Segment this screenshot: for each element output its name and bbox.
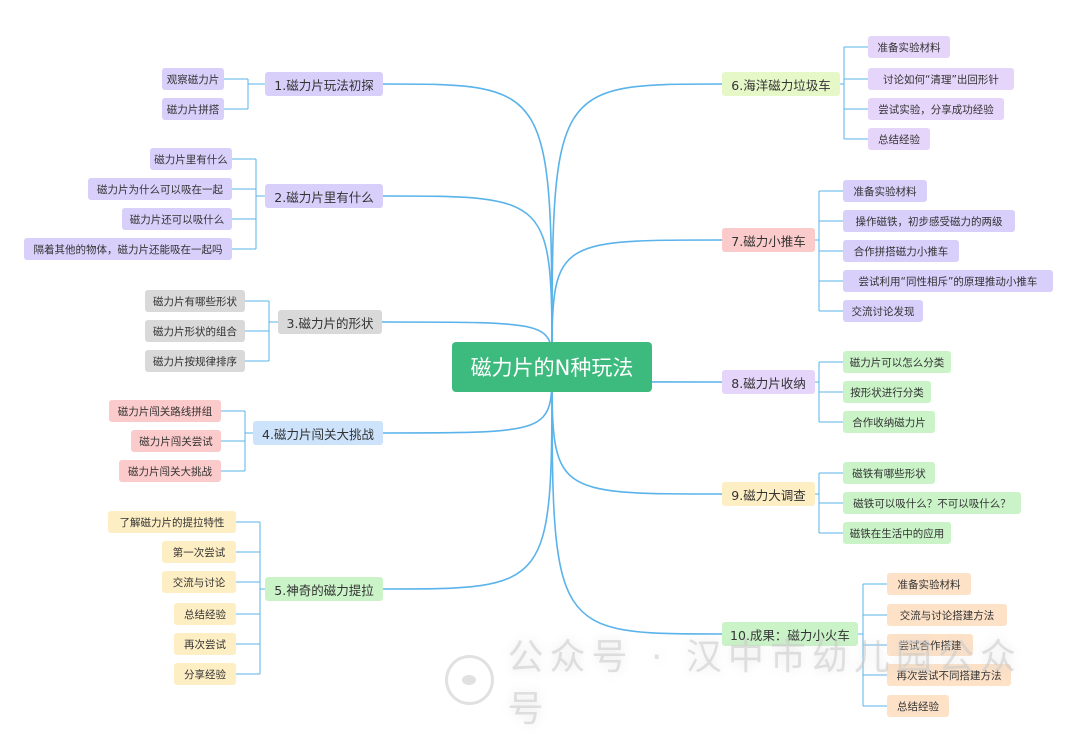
leaf-node: 准备实验材料 [868, 36, 950, 58]
leaf-node: 再次尝试 [174, 633, 236, 655]
branch-node: 1.磁力片玩法初探 [265, 72, 383, 96]
branch-connector [382, 83, 553, 368]
branch-connector [551, 83, 723, 368]
leaf-node: 磁力片有哪些形状 [145, 290, 245, 312]
leaf-node: 磁铁可以吸什么？不可以吸什么？ [843, 492, 1021, 514]
branch-node: 6.海洋磁力垃圾车 [722, 72, 840, 96]
leaf-node: 磁力片闯关大挑战 [119, 460, 221, 482]
leaf-node: 总结经验 [868, 128, 930, 150]
leaf-node: 磁力片闯关路线拼组 [109, 400, 221, 422]
branch-node: 9.磁力大调查 [722, 482, 815, 506]
leaf-node: 磁铁有哪些形状 [843, 462, 935, 484]
leaf-node: 磁铁在生活中的应用 [843, 522, 951, 544]
leaf-node: 交流讨论发现 [843, 300, 923, 322]
leaf-node: 总结经验 [174, 603, 236, 625]
leaf-node: 磁力片为什么可以吸在一起 [88, 178, 232, 200]
leaf-node: 尝试合作搭建 [887, 634, 973, 656]
leaf-node: 磁力片可以怎么分类 [843, 351, 951, 373]
leaf-node: 再次尝试不同搭建方法 [887, 664, 1011, 686]
leaf-node: 准备实验材料 [843, 180, 927, 202]
branch-node: 2.磁力片里有什么 [265, 184, 383, 208]
leaf-node: 磁力片还可以吸什么 [122, 208, 232, 230]
branch-connector [551, 366, 723, 635]
leaf-node: 操作磁铁，初步感受磁力的两级 [843, 210, 1015, 232]
branch-node: 8.磁力片收纳 [722, 370, 815, 394]
leaf-node: 了解磁力片的提拉特性 [108, 511, 236, 533]
leaf-node: 按形状进行分类 [843, 381, 931, 403]
leaf-node: 第一次尝试 [162, 541, 236, 563]
leaf-node: 观察磁力片 [162, 68, 224, 90]
leaf-node: 准备实验材料 [887, 573, 971, 595]
leaf-node: 交流与讨论搭建方法 [887, 604, 1007, 626]
leaf-node: 磁力片闯关尝试 [131, 430, 221, 452]
leaf-node: 隔着其他的物体，磁力片还能吸在一起吗 [24, 238, 232, 260]
leaf-node: 磁力片形状的组合 [145, 320, 245, 342]
leaf-node: 总结经验 [887, 695, 949, 717]
leaf-node: 尝试实验，分享成功经验 [868, 98, 1004, 120]
root-node: 磁力片的N种玩法 [452, 342, 652, 392]
leaf-node: 磁力片按规律排序 [145, 350, 245, 372]
leaf-node: 合作收纳磁力片 [843, 411, 935, 433]
leaf-node: 分享经验 [174, 663, 236, 685]
branch-node: 4.磁力片闯关大挑战 [253, 421, 383, 445]
branch-connector [551, 239, 723, 368]
branch-node: 3.磁力片的形状 [278, 310, 382, 334]
leaf-node: 磁力片里有什么 [150, 148, 232, 170]
branch-connector [382, 366, 553, 590]
leaf-node: 讨论如何“清理”出回形针 [868, 68, 1014, 90]
branch-node: 7.磁力小推车 [722, 228, 815, 252]
leaf-node: 磁力片拼搭 [162, 98, 224, 120]
branch-node: 5.神奇的磁力提拉 [265, 577, 383, 601]
leaf-node: 尝试利用“同性相斥”的原理推动小推车 [843, 270, 1053, 292]
leaf-node: 合作拼搭磁力小推车 [843, 240, 959, 262]
leaf-node: 交流与讨论 [162, 571, 236, 593]
branch-node: 10.成果：磁力小火车 [722, 622, 858, 646]
